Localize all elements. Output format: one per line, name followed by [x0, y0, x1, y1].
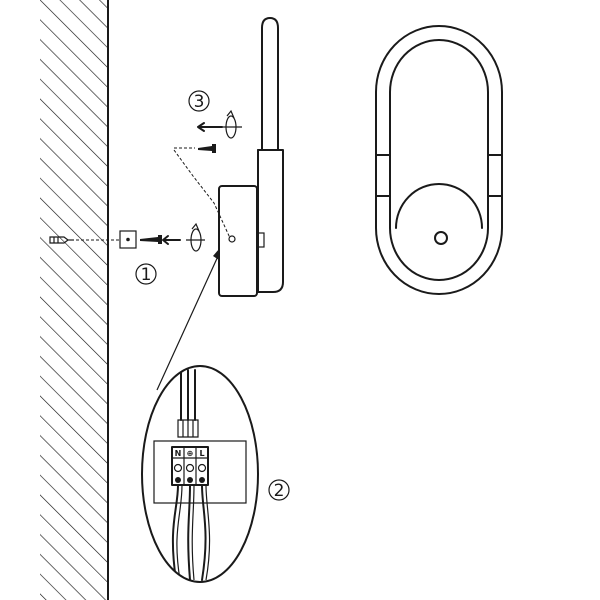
wall-anchor-icon — [49, 236, 74, 244]
wiring-detail: N ⊕ L — [141, 365, 259, 583]
step-1-number: 1 — [141, 265, 152, 285]
rotate-arrow-icon — [197, 109, 242, 139]
screw-icon — [140, 235, 162, 244]
step-3-number: 3 — [194, 92, 205, 112]
step-3-label: 3 — [188, 90, 210, 112]
rotate-arrow-icon — [162, 222, 205, 252]
step-1-assembly — [49, 222, 205, 252]
wall-lamp-front-view — [375, 25, 503, 295]
terminal-label-l: L — [199, 449, 204, 458]
screw-icon — [198, 144, 216, 153]
mounting-plate-icon — [119, 230, 137, 249]
step-1-label: 1 — [135, 263, 157, 285]
leader-line — [156, 253, 220, 391]
terminal-label-earth: ⊕ — [187, 449, 194, 458]
wall-lamp-side-view — [218, 17, 284, 297]
step-3-assembly — [173, 109, 242, 239]
wall — [40, 0, 109, 600]
terminal-label-n: N — [175, 449, 182, 458]
step-2-number: 2 — [274, 481, 285, 501]
step-2-label: 2 — [268, 479, 290, 501]
